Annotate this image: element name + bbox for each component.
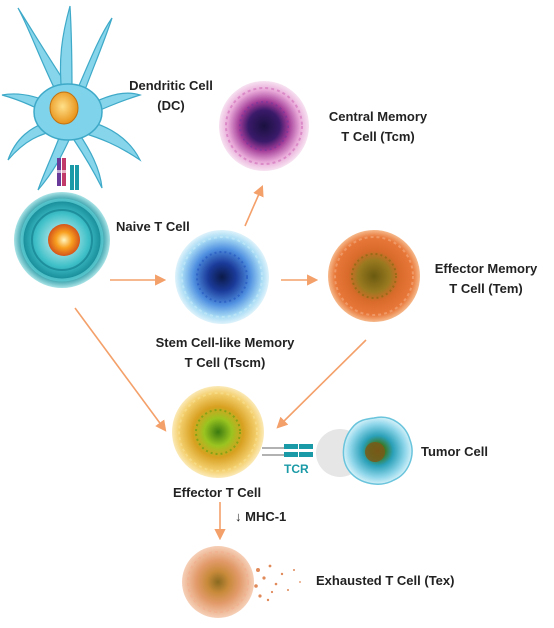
dendritic-cell-label-line1: Dendritic Cell [129,78,213,93]
tem-cell-label: Effector Memory T Cell (Tem) [424,259,548,299]
tcr-label: TCR [284,462,309,476]
tscm-cell-label-line1: Stem Cell-like Memory [155,335,295,350]
tumor-cell-label: Tumor Cell [421,444,488,459]
arrow-tem-to-effector [276,339,367,429]
tcm-cell-label-line2: T Cell (Tcm) [341,129,415,145]
tscm-cell-graphic [175,230,269,324]
arrow-naive-to-effector [74,307,167,432]
tcm-cell-label: Central Memory T Cell (Tcm) [318,107,438,147]
mhc-label: ↓ MHC-1 [235,509,287,524]
tem-cell-label-line2: T Cell (Tem) [449,281,523,297]
effector-t-cell-label: Effector T Cell [173,485,262,500]
naive-t-cell-label: Naive T Cell [116,219,190,234]
effector-t-cell-graphic [172,386,264,478]
tem-cell-graphic [328,230,420,322]
exhausted-t-cell-label: Exhausted T Cell (Tex) [316,573,455,588]
tscm-cell-label-line2: T Cell (Tscm) [184,355,266,371]
tcm-cell-label-line1: Central Memory [328,109,428,124]
arrow-tscm-to-tcm [244,184,264,227]
arrows [74,184,367,541]
dc-nucleus [49,91,79,125]
dendritic-cell-graphic [1,5,142,191]
tscm-cell-label: Stem Cell-like Memory T Cell (Tscm) [140,333,310,373]
naive-t-cell-graphic [14,192,110,288]
dc-receptor-graphic [56,158,79,190]
exhausted-t-cell-graphic [182,546,301,618]
tcr-graphic [262,444,313,457]
tem-cell-label-line1: Effector Memory [434,261,538,276]
tumor-cell-graphic [342,416,413,485]
tcm-cell-graphic [219,81,309,171]
dendritic-cell-label: Dendritic Cell (DC) [116,76,226,116]
dendritic-cell-label-line2: (DC) [157,98,185,114]
